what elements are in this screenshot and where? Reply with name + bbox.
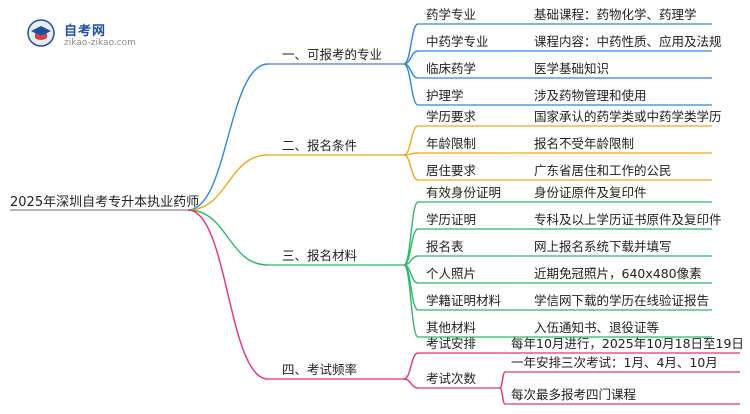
detail-label: 报名不受年龄限制	[534, 136, 634, 151]
branch-label: 一、可报考的专业	[282, 47, 382, 62]
detail-label: 涉及药物管理和使用	[534, 88, 647, 103]
detail-label: 一年安排三次考试：1月、4月、10月	[511, 355, 718, 370]
branch-label: 四、考试频率	[282, 362, 357, 377]
child-label: 有效身份证明	[426, 185, 501, 200]
child-connector	[403, 264, 419, 338]
detail-label: 网上报名系统下载并填写	[534, 239, 672, 254]
child-label: 个人照片	[426, 266, 476, 281]
branch-connector	[187, 209, 269, 380]
detail-label: 身份证原件及复印件	[534, 185, 647, 200]
logo-title: 自考网	[64, 24, 107, 39]
child-label: 学历证明	[426, 212, 476, 227]
logo-url: zikao-zikao.com	[64, 38, 136, 48]
branch-connector	[187, 154, 269, 211]
child-label: 考试次数	[426, 371, 477, 386]
detail-label: 基础课程：药物化学、药理学	[534, 7, 697, 22]
child-label: 学籍证明材料	[426, 293, 502, 308]
child-label: 药学专业	[426, 7, 476, 22]
detail-connector	[499, 371, 506, 389]
child-connector	[403, 352, 419, 380]
child-connector	[403, 228, 419, 266]
site-logo[interactable]: 自考网 zikao-zikao.com	[22, 14, 172, 54]
branch-connector	[187, 209, 269, 266]
child-connector	[403, 378, 419, 389]
detail-label: 每年10月进行，2025年10月18日至19日	[511, 336, 744, 351]
detail-label: 专科及以上学历证书原件及复印件	[534, 212, 722, 227]
detail-label: 国家承认的药学类或中药学类学历	[534, 109, 722, 124]
detail-label: 学信网下载的学历在线验证报告	[534, 293, 709, 308]
child-connector	[403, 154, 419, 181]
detail-connector	[499, 387, 506, 405]
child-label: 考试安排	[426, 336, 477, 351]
child-label: 年龄限制	[426, 136, 476, 151]
detail-label: 每次最多报考四门课程	[511, 387, 637, 402]
child-label: 学历要求	[426, 109, 477, 124]
branch-connector	[187, 63, 269, 211]
child-label: 临床药学	[426, 61, 476, 76]
branch-label: 三、报名材料	[282, 248, 358, 263]
child-connector	[403, 125, 419, 156]
detail-label: 入伍通知书、退役证等	[534, 320, 659, 335]
root-node: 2025年深圳自考专升本执业药师	[10, 195, 199, 210]
child-label: 护理学	[426, 88, 464, 103]
detail-label: 医学基础知识	[534, 61, 609, 76]
child-connector	[403, 23, 419, 65]
child-label: 中药学专业	[426, 34, 489, 49]
child-label: 其他材料	[426, 320, 477, 335]
graduation-cap-icon	[27, 19, 55, 47]
child-connector	[403, 201, 419, 266]
child-label: 居住要求	[426, 163, 477, 178]
child-connector	[403, 63, 419, 106]
detail-label: 课程内容：中药性质、应用及法规	[534, 34, 722, 49]
child-label: 报名表	[426, 239, 464, 254]
branch-label: 二、报名条件	[282, 138, 357, 153]
detail-label: 近期免冠照片，640x480像素	[534, 266, 702, 281]
detail-label: 广东省居住和工作的公民	[534, 163, 672, 178]
